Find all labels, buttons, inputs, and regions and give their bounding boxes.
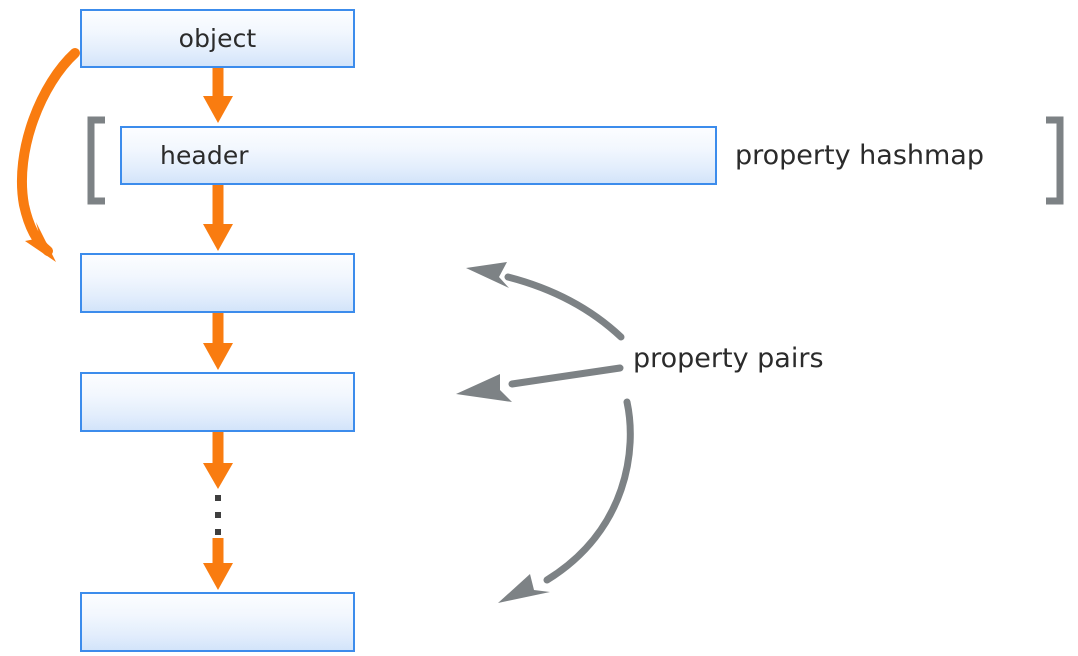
vertical-ellipsis-icon: [215, 495, 221, 535]
arrow-object-to-pair1-curved-icon: [16, 48, 80, 262]
callout-arrow-to-pair1-icon: [466, 262, 625, 341]
annotation-property-pairs: property pairs: [633, 343, 824, 374]
callout-arrow-to-pair2-icon: [456, 364, 624, 402]
node-property-pair-2[interactable]: [80, 372, 355, 432]
arrow-object-to-header-icon: [203, 68, 233, 123]
node-object-label: object: [178, 24, 257, 53]
annotation-property-hashmap: property hashmap: [735, 140, 984, 171]
callout-arrow-to-pair3-icon: [498, 398, 634, 603]
arrow-pair1-to-pair2-icon: [203, 313, 233, 370]
arrow-pair2-to-ellipsis-icon: [203, 432, 233, 489]
bracket-right-icon: [1046, 116, 1064, 205]
arrow-ellipsis-to-pair3-icon: [203, 538, 233, 590]
node-property-pair-1[interactable]: [80, 253, 355, 313]
arrow-header-to-pair1-icon: [203, 185, 233, 251]
node-property-hashmap[interactable]: header: [120, 126, 717, 185]
node-object[interactable]: object: [80, 9, 355, 68]
bracket-left-icon: [87, 116, 105, 205]
node-property-pair-3[interactable]: [80, 592, 355, 652]
node-header-label: header: [160, 141, 249, 170]
